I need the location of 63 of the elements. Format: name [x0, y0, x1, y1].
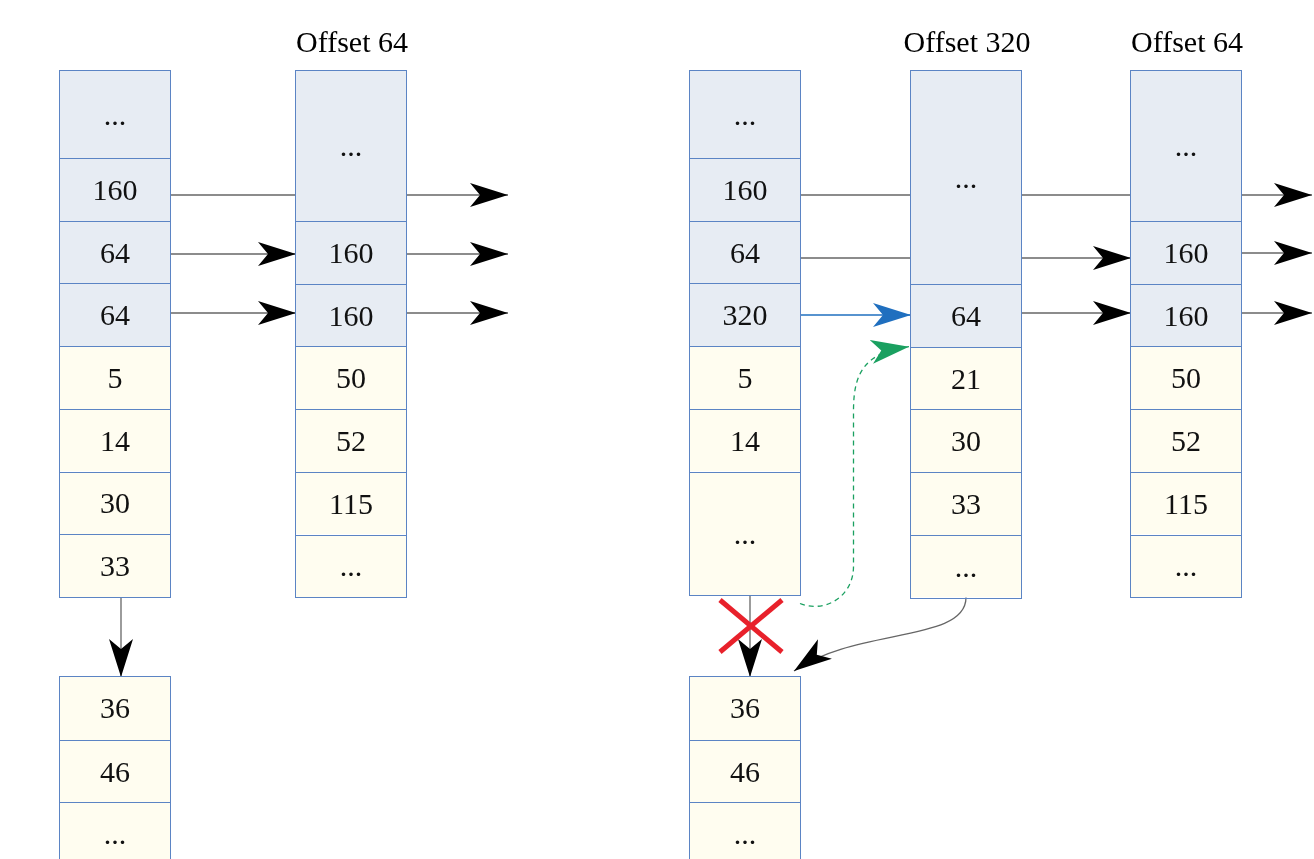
column-heading: Offset 320 — [902, 25, 1032, 59]
arrow — [1240, 241, 1313, 265]
memory-cell: 5 — [690, 346, 800, 409]
array-column — [689, 676, 801, 859]
memory-cell: ... — [60, 71, 170, 158]
memory-cell: 160 — [60, 158, 170, 221]
memory-cell: 64 — [60, 283, 170, 347]
arrow — [1240, 301, 1313, 325]
array-column — [689, 70, 801, 596]
memory-cell: 160 — [296, 221, 406, 284]
memory-cell: ... — [690, 471, 800, 595]
memory-cell: 64 — [690, 220, 800, 284]
arrow — [793, 596, 967, 672]
memory-cell: 64 — [911, 284, 1021, 347]
memory-cell: ... — [911, 534, 1021, 598]
arrow — [169, 242, 297, 266]
memory-cell: ... — [911, 71, 1021, 284]
arrow — [799, 341, 910, 607]
memory-cell: ... — [296, 71, 406, 221]
memory-cell: 52 — [1131, 409, 1241, 472]
memory-cell: 30 — [60, 471, 170, 535]
memory-cell: 5 — [60, 346, 170, 409]
arrow — [405, 301, 509, 325]
arrow — [405, 242, 509, 266]
memory-cell: 160 — [1131, 221, 1241, 284]
memory-cell: 14 — [60, 408, 170, 472]
memory-cell: 50 — [296, 346, 406, 410]
memory-cell: 320 — [690, 283, 800, 347]
memory-cell: 64 — [60, 220, 170, 284]
memory-cell: 160 — [690, 158, 800, 221]
memory-cell: 160 — [1131, 283, 1241, 347]
array-column — [59, 676, 171, 859]
memory-cell: 33 — [911, 472, 1021, 535]
column-heading: Offset 64 — [1130, 25, 1244, 59]
memory-cell: 160 — [296, 283, 406, 347]
arrow — [738, 593, 762, 678]
memory-cell: ... — [296, 534, 406, 598]
memory-cell: 36 — [60, 677, 170, 740]
arrow — [799, 303, 912, 327]
memory-cell: 115 — [1131, 471, 1241, 535]
memory-cell: ... — [1131, 534, 1241, 598]
arrow — [1020, 246, 1132, 270]
arrow — [169, 301, 297, 325]
arrow — [1240, 183, 1313, 207]
memory-cell: 46 — [60, 739, 170, 803]
array-column — [59, 70, 171, 598]
memory-cell: 36 — [690, 677, 800, 740]
column-heading: Offset 64 — [295, 25, 409, 59]
memory-cell: ... — [60, 802, 170, 859]
memory-cell: 30 — [911, 409, 1021, 473]
memory-cell: 33 — [60, 534, 170, 597]
memory-cell: 50 — [1131, 346, 1241, 410]
arrow — [109, 596, 133, 678]
memory-cell: 21 — [911, 346, 1021, 410]
memory-cell: 14 — [690, 408, 800, 472]
arrow — [405, 183, 509, 207]
memory-cell: 115 — [296, 471, 406, 535]
memory-cell: 46 — [690, 739, 800, 803]
memory-cell: ... — [690, 71, 800, 158]
arrow — [1020, 301, 1132, 325]
memory-cell: ... — [690, 802, 800, 859]
memory-cell: ... — [1131, 71, 1241, 221]
memory-cell: 52 — [296, 409, 406, 472]
